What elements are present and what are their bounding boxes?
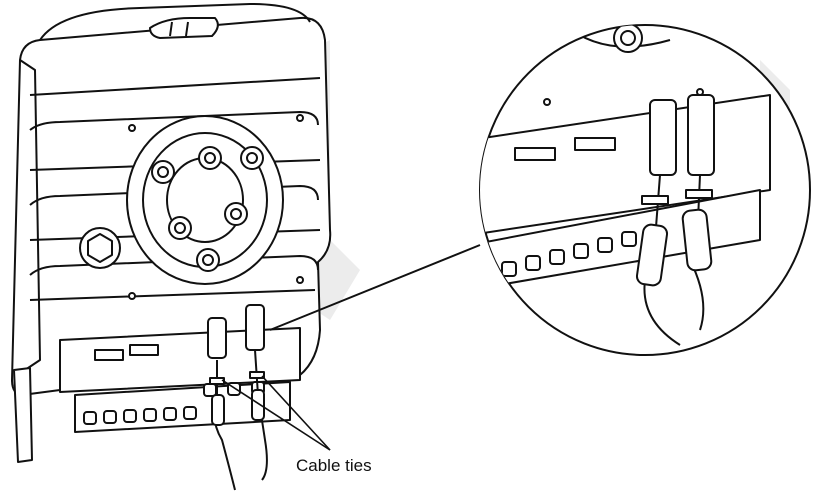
detail-magnifier	[479, 24, 811, 356]
detail-ferrite-1	[635, 223, 669, 287]
detail-plug-1	[649, 99, 677, 176]
latch-slot-2	[185, 21, 189, 37]
band-line-7	[29, 289, 316, 301]
rail-slot	[103, 410, 117, 424]
hole	[128, 124, 136, 132]
detail-connector-slot	[514, 147, 556, 161]
rail-slot	[143, 408, 157, 422]
detail-hole	[543, 98, 551, 106]
band-line-1	[29, 77, 321, 96]
device-top-lip	[39, 3, 311, 41]
top-latch	[149, 17, 219, 39]
cable-plug-1	[207, 317, 227, 359]
connector-slot	[94, 349, 124, 361]
side-knob-hex	[87, 233, 113, 263]
hole	[128, 292, 136, 300]
left-foot	[13, 367, 33, 463]
rail-slot	[183, 406, 197, 420]
rail-slot	[123, 409, 137, 423]
callout-leader-1	[221, 379, 331, 451]
detail-ferrite-2	[681, 208, 713, 272]
magnifier-connector-line	[269, 244, 481, 331]
connector-slot	[129, 344, 159, 356]
rail-slot	[83, 411, 97, 425]
device	[11, 3, 332, 491]
latch-slot-1	[169, 21, 173, 37]
hole	[296, 114, 304, 122]
ferrite-2	[251, 389, 265, 421]
detail-plug-2	[687, 94, 715, 176]
band-line-2	[29, 111, 319, 131]
detail-cable-tie-1	[641, 195, 669, 205]
rail-slot	[163, 407, 177, 421]
ferrite-1	[211, 394, 225, 426]
callout-leader-2	[261, 375, 331, 451]
cable-tie-2	[249, 371, 265, 379]
detail-connector-slot	[574, 137, 616, 151]
hole	[296, 276, 304, 284]
cable-plug-2	[245, 304, 265, 351]
rail-slot	[203, 383, 217, 397]
cable-ties-label: Cable ties	[296, 456, 372, 475]
cable-tie-1	[209, 377, 225, 385]
detail-cable-tie-2	[685, 189, 713, 199]
left-edge-strip	[19, 59, 41, 371]
